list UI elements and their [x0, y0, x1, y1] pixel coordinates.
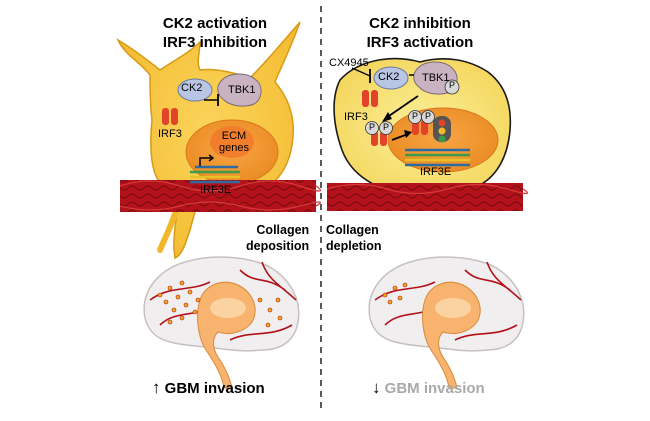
left-tbk1: [217, 73, 262, 107]
right-title-line2: IRF3 activation: [366, 34, 474, 51]
ecm-label-line2: genes: [219, 142, 249, 154]
right-irf3-dimer: [362, 90, 378, 107]
right-collagen-label: Collagen depletion: [326, 222, 382, 254]
right-irf3-p1-label: P: [369, 122, 376, 132]
left-ecm-genes-dna: [190, 154, 240, 184]
right-ck2: [373, 66, 409, 90]
right-irf3e-label: IRF3E: [420, 166, 452, 178]
left-ck2-label: CK2: [181, 82, 203, 94]
up-arrow-icon: ↑: [152, 378, 161, 397]
right-outcome: ↓ GBM invasion: [372, 378, 485, 398]
right-collagen-line2: depletion: [326, 239, 382, 253]
right-nuclear-irf3: [408, 110, 435, 135]
left-ck2: [177, 78, 213, 102]
right-nuclear-p2-label: P: [425, 111, 432, 121]
right-tbk1-p-label: P: [449, 80, 456, 90]
right-irf3e-dna: [405, 148, 470, 167]
right-title: CK2 inhibition IRF3 activation: [345, 14, 495, 52]
left-collagen-line2: deposition: [246, 239, 310, 253]
right-cx4945-inhibit: [351, 67, 371, 83]
right-irf3-label: IRF3: [344, 111, 368, 123]
left-collagen-fibers: [119, 180, 321, 212]
right-tbk1-phospho: [444, 79, 460, 95]
left-collagen-line1: Collagen: [256, 223, 310, 237]
left-ecm-genes-label: ECM genes: [219, 130, 249, 154]
left-outcome: ↑ GBM invasion: [152, 378, 265, 398]
right-nuclear-p1-label: P: [412, 111, 419, 121]
left-inhibit-arrow: [204, 94, 219, 106]
left-irf3-dimer: [162, 108, 178, 125]
right-collagen-line1: Collagen: [326, 223, 379, 237]
right-outcome-label: GBM invasion: [384, 380, 485, 397]
down-arrow-icon: ↓: [372, 378, 381, 397]
right-ck2-label: CK2: [378, 71, 400, 83]
left-title-line2: IRF3 inhibition: [162, 34, 268, 51]
left-collagen-label: Collagen deposition: [246, 222, 309, 254]
ecm-label-line1: ECM: [221, 130, 247, 142]
left-brain: [143, 256, 300, 389]
right-irf3-p2-label: P: [383, 122, 390, 132]
left-outcome-label: GBM invasion: [164, 380, 265, 397]
left-irf3-label: IRF3: [158, 128, 182, 140]
right-tbk1-to-irf3-arrow: [382, 95, 419, 122]
left-irf3e-label: IRF3E: [200, 184, 232, 196]
right-title-line1: CK2 inhibition: [369, 15, 471, 32]
left-tbk1-label: TBK1: [228, 84, 256, 96]
right-collagen-fibers: [326, 183, 528, 211]
right-cx4945-label: CX4945: [329, 57, 369, 69]
right-repressed-gene: [433, 116, 451, 143]
left-title-line1: CK2 activation: [162, 15, 268, 32]
right-irf3-phospho: [365, 121, 393, 146]
right-nuclear-arrow: [391, 130, 412, 141]
right-tbk1-label: TBK1: [422, 72, 450, 84]
left-title: CK2 activation IRF3 inhibition: [140, 14, 290, 52]
right-brain: [368, 256, 525, 389]
